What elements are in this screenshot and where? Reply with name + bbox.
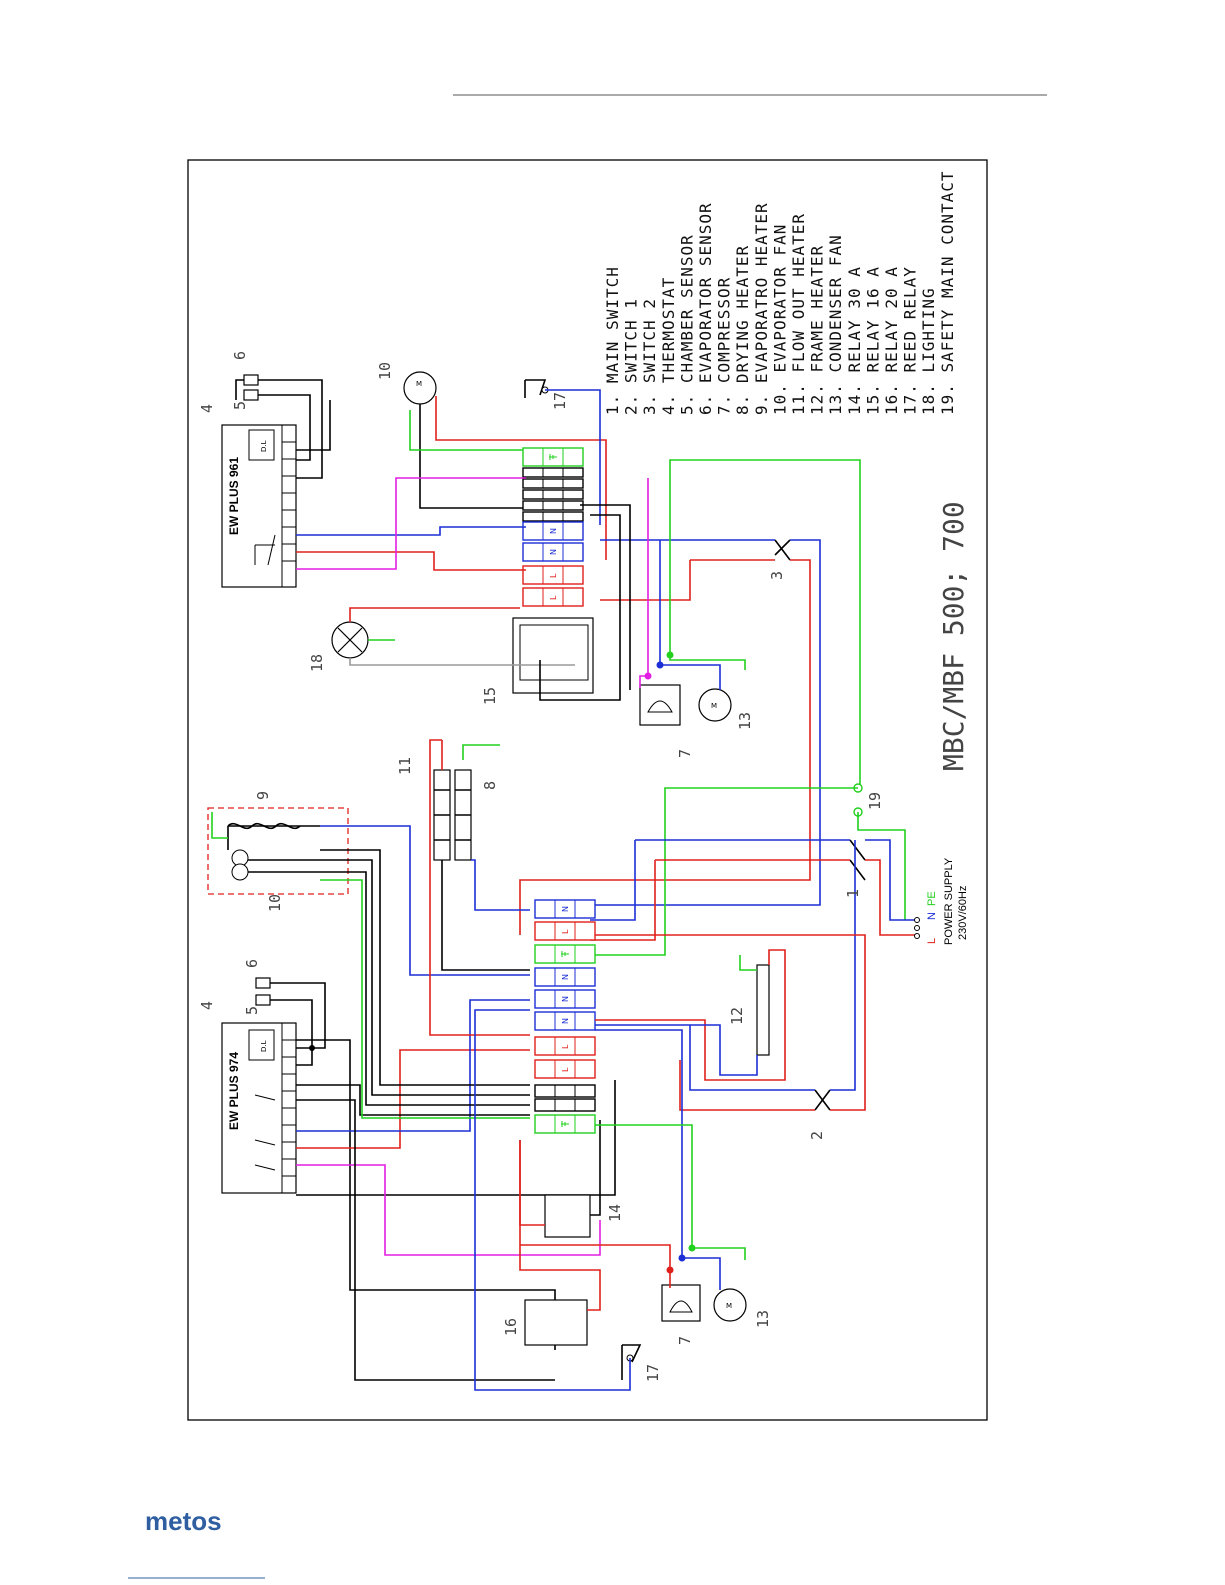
terminal-mark: L [561, 1067, 570, 1072]
fan-top-m: M [416, 380, 422, 388]
power-supply-title: POWER SUPPLY [943, 857, 955, 945]
legend-item: 9. EVAPORATRO HEATER [752, 202, 771, 415]
middle-circuit: L N PE POWER SUPPLY 230V/60Hz [207, 740, 969, 971]
power-n: N [926, 912, 938, 920]
earth-icon [561, 951, 569, 957]
terminal-block [522, 467, 584, 478]
earth-icon [561, 1121, 569, 1127]
terminal-block [522, 587, 584, 607]
component-number-relay16: 16 [502, 1318, 520, 1336]
component-number-main-switch: 1 [844, 889, 862, 898]
legend-item: 13. CONDENSER FAN [826, 234, 845, 415]
controller-top-label: EW PLUS 961 [227, 457, 241, 535]
legend-item: 1. MAIN SWITCH [603, 266, 622, 415]
component-number-frame-heater: 12 [728, 1007, 746, 1025]
drawing-frame [187, 159, 988, 1421]
legend-item: 8. DRYING HEATER [733, 245, 752, 415]
controller-bottom-dl: D.L [260, 1040, 268, 1052]
terminal-mark: N [561, 906, 570, 912]
component-number-top-compressor: 7 [676, 749, 694, 758]
terminal-block [534, 1098, 596, 1112]
component-number-safety-contact: 19 [866, 792, 884, 810]
component-number-bot-thermostat: 4 [198, 1001, 216, 1010]
terminal-mark: L [561, 1044, 570, 1049]
brand-logo: metos [145, 1506, 222, 1536]
terminal-block [534, 1011, 596, 1031]
terminal-mark: N [561, 1018, 570, 1024]
legend-item: 15. RELAY 16 A [863, 266, 882, 415]
component-number-switch2: 2 [808, 1131, 826, 1140]
component-number-top-condenser: 13 [736, 712, 754, 730]
component-number-bot-reed: 17 [644, 1364, 662, 1382]
bottom-circuit: EW PLUS 974 D.L N L N N N L L [221, 739, 866, 1391]
terminal-block [534, 967, 596, 987]
component-number-bot-compressor: 7 [676, 1336, 694, 1345]
terminal-block [534, 1036, 596, 1056]
controller-top-dl: D.L [260, 440, 268, 452]
component-number-bot-sensor5: 5 [243, 1006, 261, 1015]
terminal-block [522, 521, 584, 541]
legend-item: 16. RELAY 20 A [882, 266, 901, 415]
terminal-block [522, 565, 584, 585]
terminal-mark: N [561, 996, 570, 1002]
component-number-top-reed: 17 [551, 392, 569, 410]
component-number-relay15: 15 [481, 687, 499, 705]
terminal-block [534, 989, 596, 1009]
top-circuit: EW PLUS 961 D.L M N N L L [221, 371, 861, 935]
terminal-block [534, 899, 596, 919]
legend-item: 10. EVAPORATOR FAN [770, 224, 789, 415]
terminal-mark: N [561, 974, 570, 980]
condenser-top-m: M [711, 702, 717, 710]
power-supply-rating: 230V/60Hz [957, 886, 969, 940]
terminal-block [534, 1059, 596, 1079]
legend-item: 5. CHAMBER SENSOR [677, 234, 696, 415]
terminal-mark: N [549, 528, 558, 534]
terminal-mark: L [561, 929, 570, 934]
terminal-block [522, 478, 584, 489]
component-number-evap-heater: 9 [254, 791, 272, 800]
legend-item: 2. SWITCH 1 [622, 298, 641, 415]
component-number-bot-condenser: 13 [754, 1310, 772, 1328]
component-number-top-thermostat: 4 [198, 404, 216, 413]
component-number-drying-heater: 8 [481, 781, 499, 790]
component-number-top-sensor5: 5 [231, 401, 249, 410]
legend-item: 4. THERMOSTAT [659, 277, 678, 415]
legend-item: 14. RELAY 30 A [845, 266, 864, 415]
component-number-lighting: 18 [308, 654, 326, 672]
terminal-mark: L [549, 573, 558, 578]
component-number-evap-fan: 10 [266, 894, 284, 912]
legend-item: 19. SAFETY MAIN CONTACT [938, 170, 957, 415]
legend-item: 6. EVAPORATOR SENSOR [696, 202, 715, 415]
earth-icon [549, 454, 557, 460]
terminal-block [534, 1084, 596, 1098]
terminal-mark: L [549, 595, 558, 600]
legend-item: 3. SWITCH 2 [640, 298, 659, 415]
legend-item: 11. FLOW OUT HEATER [789, 213, 808, 415]
terminal-block [522, 511, 584, 522]
terminal-block [522, 542, 584, 562]
legend-item: 7. COMPRESSOR [715, 277, 734, 415]
component-number-relay14: 14 [606, 1204, 624, 1222]
power-pe: PE [926, 891, 938, 906]
power-l: L [926, 938, 938, 944]
terminal-block [522, 500, 584, 511]
legend-item: 12. FRAME HEATER [808, 245, 827, 415]
controller-bottom-label: EW PLUS 974 [227, 1052, 241, 1130]
component-number-switch3: 3 [768, 571, 786, 580]
component-number-top-fan: 10 [376, 362, 394, 380]
condenser-bottom-m: M [726, 1302, 732, 1310]
component-number-top-sensor6: 6 [231, 351, 249, 360]
terminal-mark: N [549, 549, 558, 555]
model-title: MBC/MBF 500; 700 [937, 501, 970, 771]
component-number-flow-heater: 11 [396, 757, 414, 775]
terminal-block [522, 489, 584, 500]
legend-item: 17. REED RELAY [901, 266, 920, 415]
component-number-bot-sensor6: 6 [243, 959, 261, 968]
terminal-block [534, 921, 596, 941]
legend-item: 18. LIGHTING [919, 287, 938, 415]
